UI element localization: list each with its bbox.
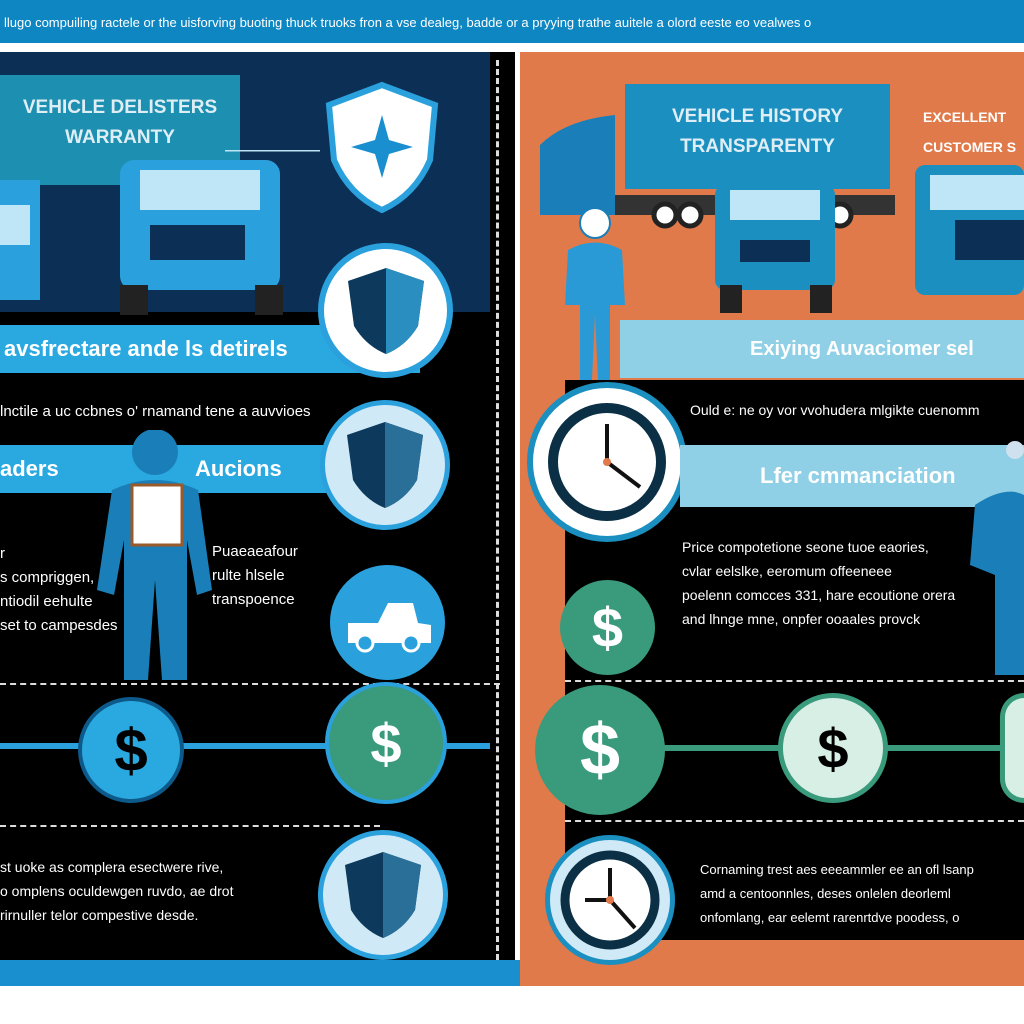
pickup-truck-icon bbox=[330, 565, 445, 680]
text-line: Puaeaeafour bbox=[212, 543, 298, 560]
billboard-line: VEHICLE HISTORY bbox=[671, 106, 844, 127]
dashed-line bbox=[565, 820, 1024, 822]
shield-icon bbox=[320, 400, 450, 530]
dollar-icon: $ bbox=[78, 697, 184, 803]
right-bottom-text: Cornaming trest aes eeeammler ee an ofl … bbox=[700, 858, 1024, 930]
dashed-line bbox=[0, 683, 500, 685]
band-label-right: Aucions bbox=[195, 456, 282, 481]
text-line: Cornaming trest aes eeeammler ee an ofl … bbox=[700, 862, 974, 877]
text-line: set to campesdes bbox=[0, 617, 118, 634]
dollar-icon: $ bbox=[560, 580, 655, 675]
right-billboard: VEHICLE HISTORY TRANSPARENTY bbox=[625, 84, 890, 189]
header-banner: llugo compuiling ractele or the uisforvi… bbox=[0, 0, 1024, 46]
dollar-icon: $ bbox=[778, 693, 888, 803]
star-shield-icon bbox=[325, 81, 439, 214]
left-column-text: r s compriggen, ntiodil eehulte set to c… bbox=[0, 542, 120, 638]
text-line: poelenn comcces 331, hare ecoutione orer… bbox=[682, 587, 956, 603]
text-line: ntiodil eehulte bbox=[0, 593, 93, 610]
truck-icon bbox=[0, 150, 320, 315]
billboard-line: EXCELLENT bbox=[923, 109, 1007, 125]
right-band-1: Exiying Auvaciomer sel bbox=[620, 320, 1024, 378]
text-line: rulte hlsele bbox=[212, 567, 285, 584]
text-line: s compriggen, bbox=[0, 569, 95, 586]
text-line: amd a centoonnles, deses onlelen deorlem… bbox=[700, 886, 951, 901]
billboard-line: VEHICLE DELISTERS bbox=[22, 97, 218, 118]
shield-icon bbox=[318, 830, 448, 960]
text-line: Price compotetione seone tuoe eaories, bbox=[682, 539, 929, 555]
billboard-line: WARRANTY bbox=[65, 127, 175, 148]
trucks-icon bbox=[540, 115, 1024, 313]
text-line: rirnuller telor compestive desde. bbox=[0, 907, 199, 923]
right-paragraph: Price compotetione seone tuoe eaories, c… bbox=[682, 535, 972, 631]
clock-icon bbox=[545, 835, 675, 965]
left-text-1: lnctile a uc ccbnes o' rnamand tene a au… bbox=[0, 403, 311, 420]
right-band-2: Lfer cmmanciation bbox=[680, 445, 1024, 507]
left-bottom-text: st uoke as complera esectwere rive, o om… bbox=[0, 855, 300, 927]
band-label-left: aders bbox=[0, 456, 59, 481]
connector-line bbox=[0, 743, 490, 749]
dashed-line bbox=[0, 825, 380, 827]
divider bbox=[496, 60, 499, 960]
left-footer-bar bbox=[0, 960, 520, 986]
right-footer-bar bbox=[520, 960, 1024, 986]
text-line: cvlar eelslke, eeromum offeeneee bbox=[682, 563, 892, 579]
text-line: r bbox=[0, 545, 5, 562]
billboard-line: TRANSPARENTY bbox=[680, 136, 835, 157]
dashed-line bbox=[565, 680, 1024, 682]
shield-icon bbox=[318, 243, 453, 378]
businessman-icon bbox=[565, 207, 625, 380]
businessman-icon bbox=[970, 441, 1024, 675]
clock-icon bbox=[527, 382, 687, 542]
text-line: onfomlang, ear eelemt rarenrtdve poodess… bbox=[700, 910, 960, 925]
person-with-clipboard-icon bbox=[97, 430, 212, 680]
dollar-icon-partial bbox=[1000, 693, 1024, 803]
text-line: st uoke as complera esectwere rive, bbox=[0, 859, 224, 875]
text-line: and lhnge mne, onpfer ooaales provck bbox=[682, 611, 921, 627]
dollar-icon: $ bbox=[325, 682, 447, 804]
right-text-1: Ould e: ne oy vor vvohudera mlgikte cuen… bbox=[690, 402, 980, 418]
billboard-line: CUSTOMER S bbox=[923, 139, 1017, 155]
text-line: transpoence bbox=[212, 591, 295, 608]
text-line: o omplens oculdewgen ruvdo, ae drot bbox=[0, 883, 234, 899]
dollar-icon: $ bbox=[535, 685, 665, 815]
middle-text: Puaeaeafour rulte hlsele transpoence bbox=[212, 540, 332, 612]
